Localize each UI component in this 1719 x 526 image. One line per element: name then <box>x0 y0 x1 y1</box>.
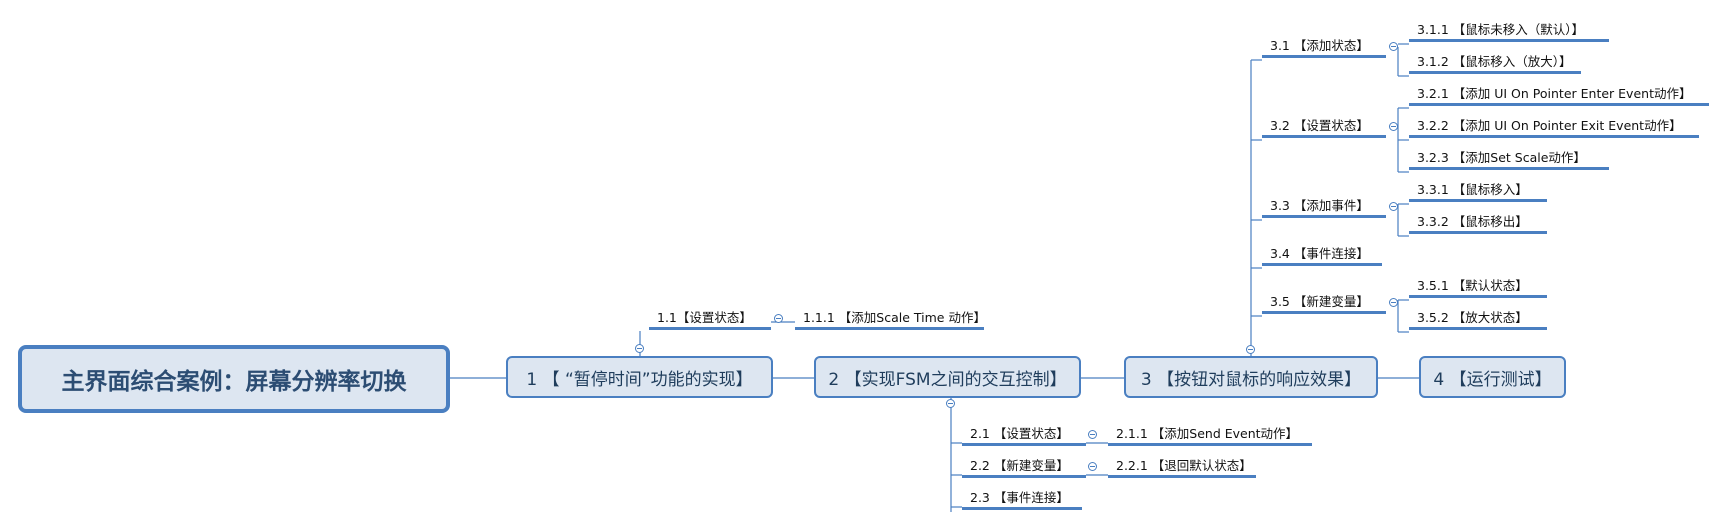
subtopic-3-3-1[interactable]: 3.3.1 【鼠标移入】 <box>1409 182 1547 202</box>
subtopic-1-1[interactable]: 1.1【设置状态】 <box>649 310 771 330</box>
main-topic-3[interactable]: 3 【按钮对鼠标的响应效果】 <box>1124 356 1378 398</box>
subtopic-3-2-3[interactable]: 3.2.3 【添加Set Scale动作】 <box>1409 150 1609 170</box>
collapse-toggle-2[interactable] <box>946 399 955 408</box>
main-topic-4[interactable]: 4 【运行测试】 <box>1419 356 1566 398</box>
subtopic-3-1-1[interactable]: 3.1.1 【鼠标未移入（默认）】 <box>1409 22 1609 42</box>
subtopic-3-2[interactable]: 3.2 【设置状态】 <box>1262 118 1386 138</box>
subtopic-3-5-1[interactable]: 3.5.1 【默认状态】 <box>1409 278 1547 298</box>
collapse-toggle-3[interactable] <box>1246 345 1255 354</box>
subtopic-3-2-2[interactable]: 3.2.2 【添加 UI On Pointer Exit Event动作】 <box>1409 118 1699 138</box>
subtopic-3-2-1[interactable]: 3.2.1 【添加 UI On Pointer Enter Event动作】 <box>1409 86 1709 106</box>
collapse-toggle-1-1[interactable] <box>774 314 783 323</box>
subtopic-2-1-1[interactable]: 2.1.1 【添加Send Event动作】 <box>1108 426 1312 446</box>
subtopic-2-2[interactable]: 2.2 【新建变量】 <box>962 458 1086 478</box>
collapse-toggle-3-3[interactable] <box>1389 202 1398 211</box>
subtopic-3-3-2[interactable]: 3.3.2 【鼠标移出】 <box>1409 214 1547 234</box>
collapse-toggle-2-1[interactable] <box>1088 430 1097 439</box>
main-topic-1[interactable]: 1 【 “暂停时间”功能的实现】 <box>506 356 773 398</box>
subtopic-2-2-1[interactable]: 2.2.1 【退回默认状态】 <box>1108 458 1256 478</box>
subtopic-2-3[interactable]: 2.3 【事件连接】 <box>962 490 1082 510</box>
main-topic-2[interactable]: 2 【实现FSM之间的交互控制】 <box>814 356 1081 398</box>
subtopic-3-4[interactable]: 3.4 【事件连接】 <box>1262 246 1382 266</box>
collapse-toggle-1[interactable] <box>635 344 644 353</box>
subtopic-2-1[interactable]: 2.1 【设置状态】 <box>962 426 1086 446</box>
central-topic[interactable]: 主界面综合案例：屏幕分辨率切换 <box>18 345 450 413</box>
subtopic-1-1-1[interactable]: 1.1.1 【添加Scale Time 动作】 <box>795 310 986 330</box>
subtopic-3-3[interactable]: 3.3 【添加事件】 <box>1262 198 1386 218</box>
subtopic-3-5-2[interactable]: 3.5.2 【放大状态】 <box>1409 310 1547 330</box>
subtopic-3-1-2[interactable]: 3.1.2 【鼠标移入（放大）】 <box>1409 54 1581 74</box>
collapse-toggle-2-2[interactable] <box>1088 462 1097 471</box>
collapse-toggle-3-5[interactable] <box>1389 298 1398 307</box>
subtopic-3-1[interactable]: 3.1 【添加状态】 <box>1262 38 1386 58</box>
subtopic-3-5[interactable]: 3.5 【新建变量】 <box>1262 294 1386 314</box>
collapse-toggle-3-2[interactable] <box>1389 122 1398 131</box>
collapse-toggle-3-1[interactable] <box>1389 42 1398 51</box>
